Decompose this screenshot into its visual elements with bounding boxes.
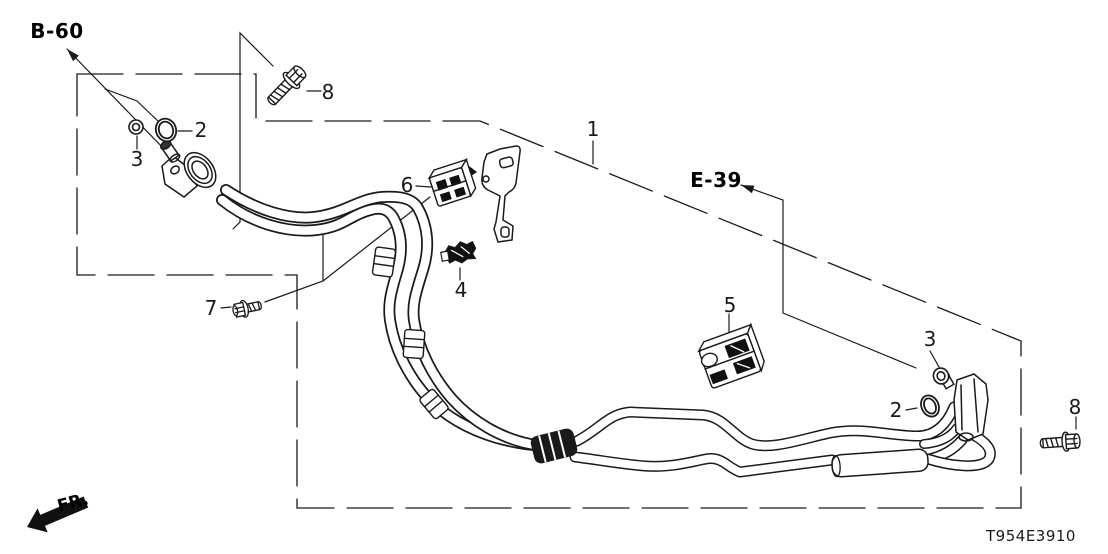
bolt-8-right [1039,431,1081,452]
e39-arrowhead [741,185,755,194]
hose-crimp-collars [371,246,449,420]
callout-3-left: 3 [130,147,144,171]
pipe-clamp-6 [427,157,477,207]
callout-7: 7 [204,296,218,320]
o-ring-2-left [154,117,178,143]
o-ring-2-right [920,394,940,418]
callout-2-left: 2 [194,118,208,142]
leader-lines [66,31,1077,430]
bolt-7 [232,299,262,318]
pipe-assembly [216,184,996,478]
b60-arrowhead [67,49,79,62]
diagram-code: T954E3910 [986,527,1076,545]
hose-protector-sleeve [831,448,929,478]
hose-clip-4 [440,240,477,264]
callout-2-right: 2 [889,398,903,422]
seal-washer-3-left [128,119,144,135]
callout-8-right: 8 [1068,395,1082,419]
callout-4: 4 [454,278,468,302]
callout-6: 6 [400,173,414,197]
callout-1: 1 [586,117,600,141]
dashed-region-outline [76,73,1022,509]
right-pipe-fitting [939,372,989,442]
pipe-clamp-5 [697,322,765,389]
pipe-bracket [469,145,521,243]
callout-3-right: 3 [923,327,937,351]
bolt-8-top [267,65,307,106]
hose-joint-connector [530,428,578,464]
seal-washer-3-right [932,367,950,385]
left-pipe-fitting [160,139,217,198]
connector-ref-e39: E-39 [690,168,742,192]
callout-5: 5 [723,293,737,317]
front-direction-arrow [27,496,89,533]
connector-ref-b60: B-60 [30,19,84,43]
left-service-valve [160,139,181,163]
callout-8-top: 8 [321,80,335,104]
